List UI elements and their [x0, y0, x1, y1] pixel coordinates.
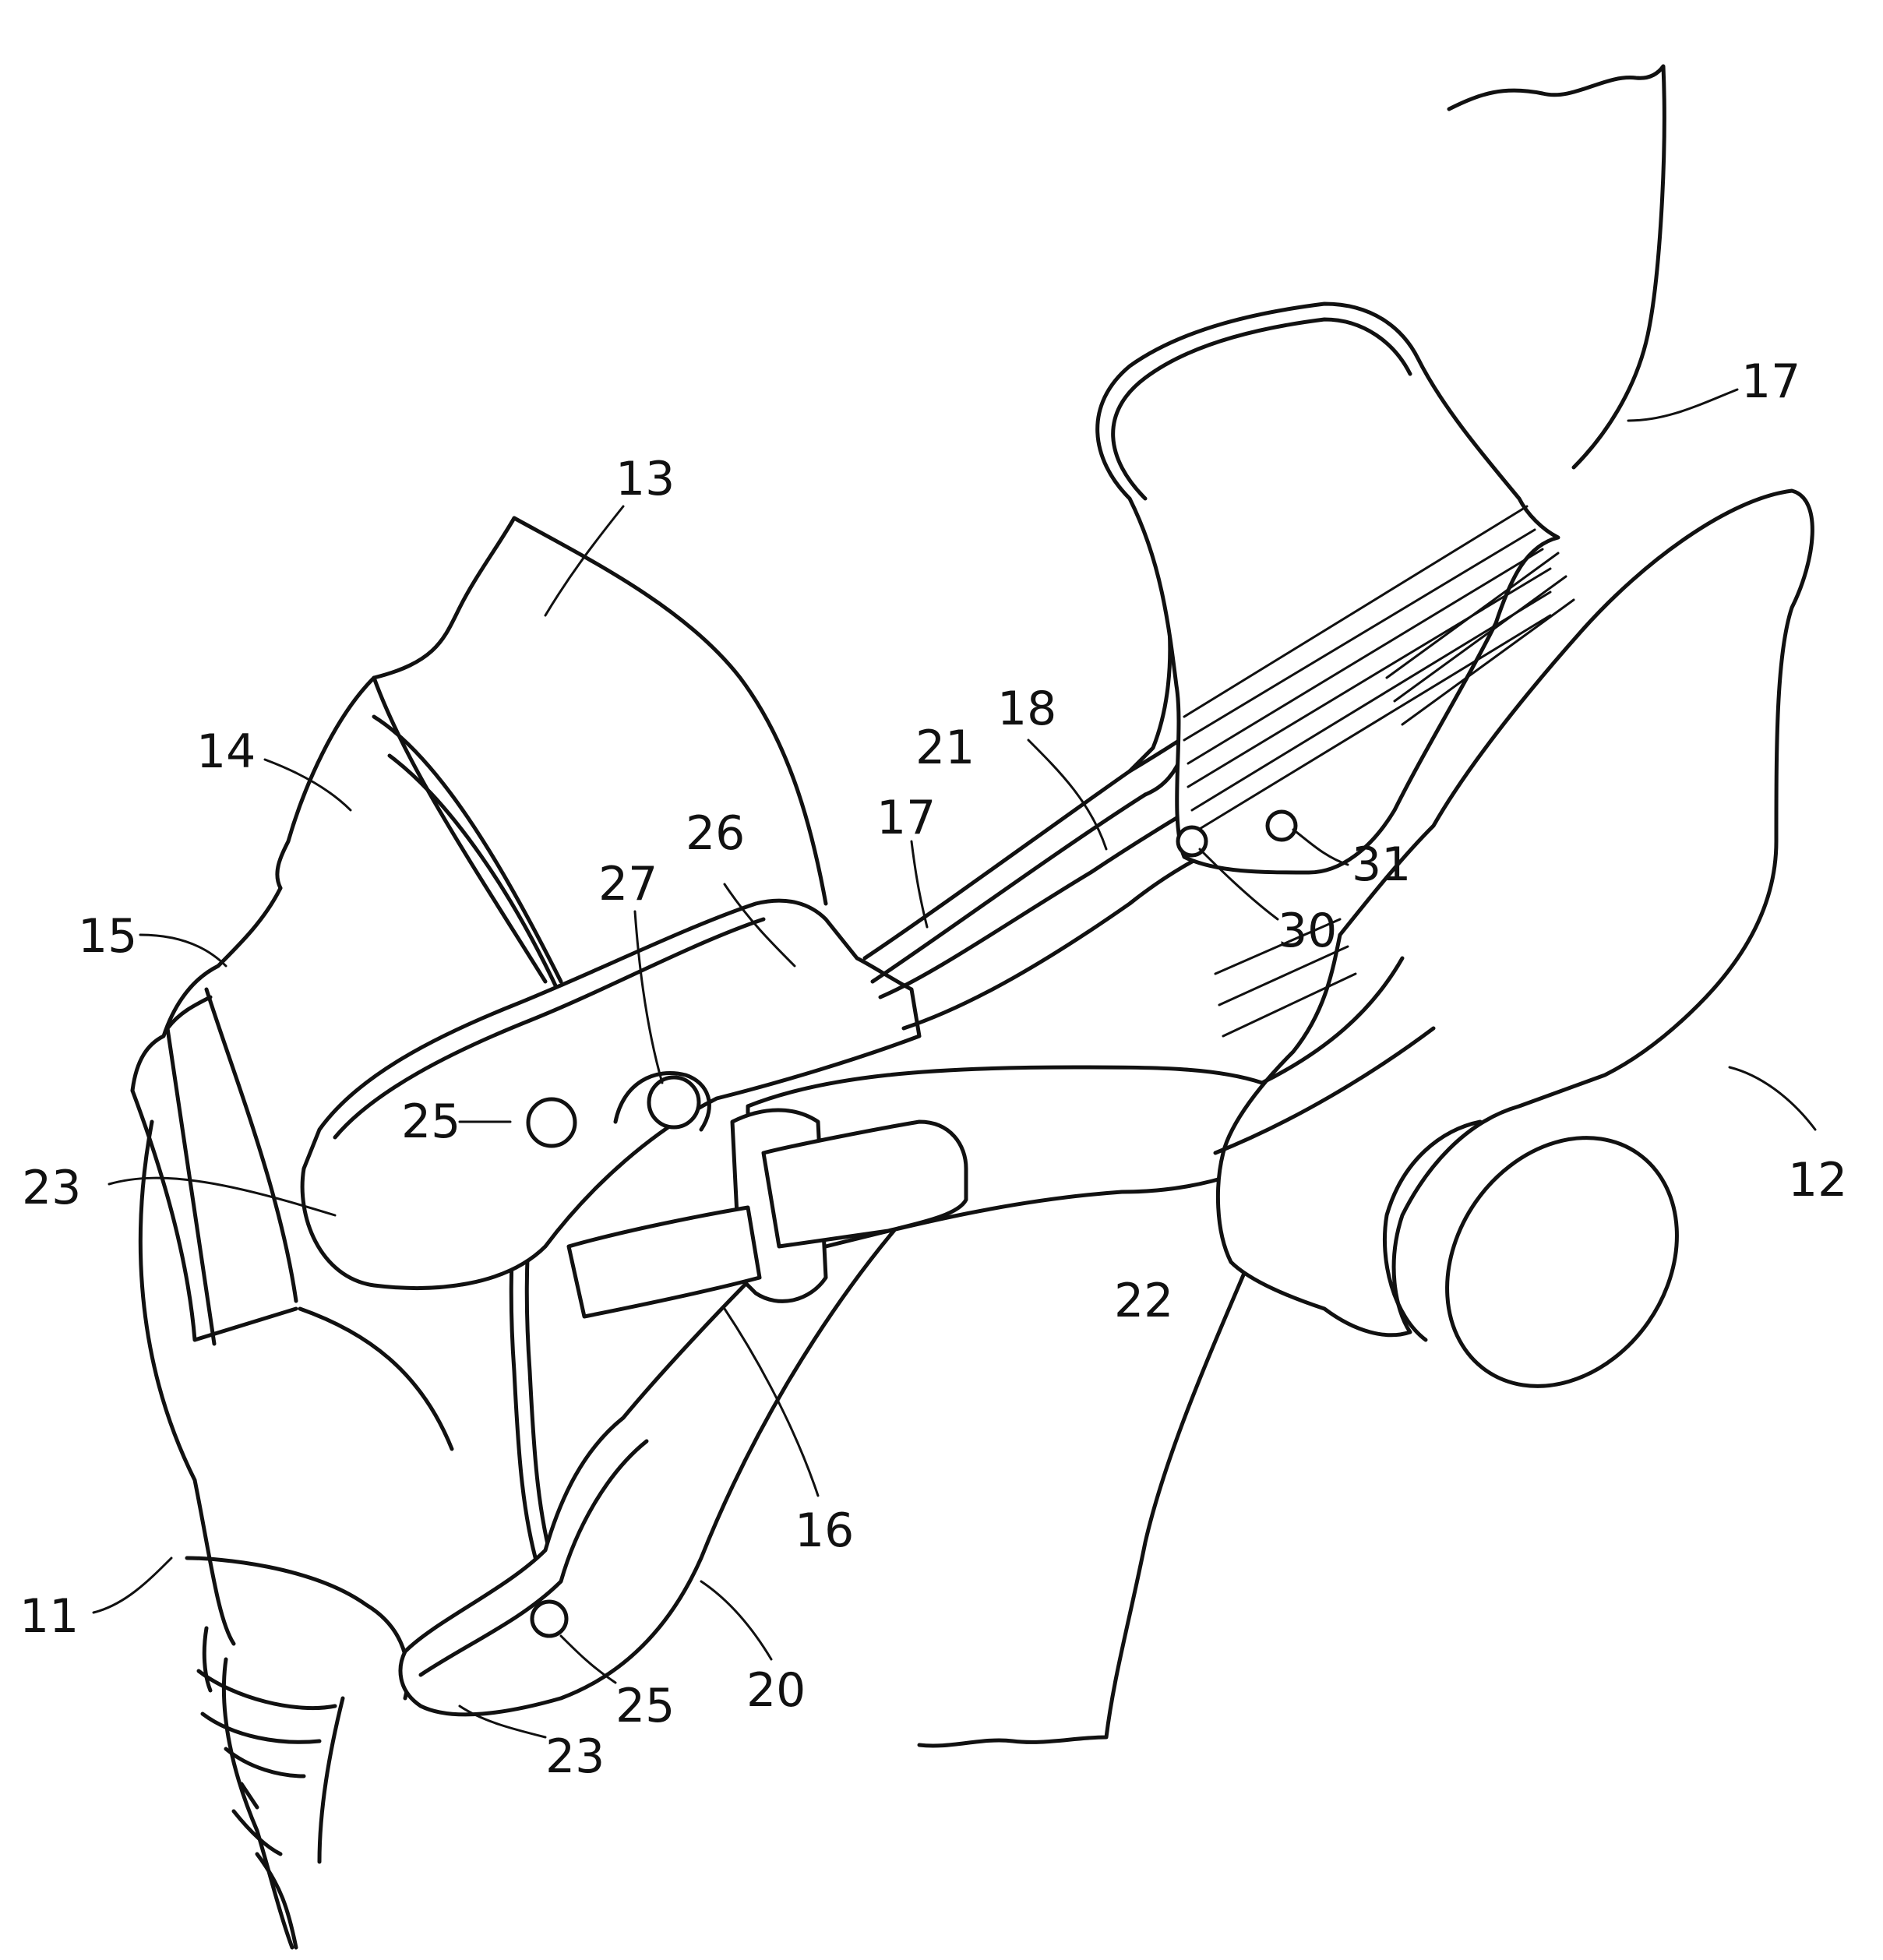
leader-20 — [700, 1580, 773, 1661]
pad-upper-inner — [1111, 317, 1412, 501]
layer-15-edge — [165, 987, 298, 1346]
component-12 — [1215, 488, 1814, 1338]
layer-14 — [275, 675, 376, 890]
ref-label-20: 20 — [746, 1663, 806, 1718]
stem-rings — [196, 1626, 337, 1950]
leader-27 — [633, 910, 664, 1084]
strap-16 — [566, 1205, 762, 1319]
layer-13-outer — [512, 516, 828, 906]
slot-27 — [613, 1071, 711, 1132]
neck-cone — [185, 1556, 410, 1701]
leader-17b — [1627, 388, 1739, 422]
layer-15 — [130, 886, 283, 1093]
ref-label-23-upper: 23 — [22, 1161, 81, 1215]
plate-upper-inner — [333, 917, 766, 1140]
hole-31 — [1265, 809, 1298, 842]
leader-17a — [910, 840, 929, 929]
ref-label-13: 13 — [615, 452, 675, 506]
cup-curve — [130, 1088, 454, 1451]
ref-label-23-lower: 23 — [545, 1729, 605, 1784]
leader-23b — [458, 1704, 547, 1739]
hatch-lines — [1183, 505, 1552, 835]
ref-label-17-upper: 17 — [1741, 354, 1800, 409]
ball-head — [138, 1119, 236, 1646]
screw-hole-25-lower — [530, 1599, 569, 1638]
bone-outline-right — [1447, 64, 1666, 470]
buckle-16-tab — [761, 1119, 968, 1249]
ref-label-15: 15 — [78, 909, 137, 964]
ref-label-12: 12 — [1788, 1153, 1847, 1207]
ref-label-17-middle: 17 — [876, 791, 936, 845]
ref-label-21: 21 — [915, 721, 975, 775]
plate-upper — [300, 898, 922, 1290]
stem-tip — [221, 1657, 345, 1950]
layer-14-inner — [372, 714, 563, 999]
leader-12 — [1728, 1066, 1817, 1131]
ref-label-25-upper: 25 — [401, 1095, 460, 1149]
bone-outline-lower — [917, 1229, 1264, 1748]
ref-label-26: 26 — [686, 806, 745, 861]
leader-31 — [1292, 828, 1349, 866]
leader-11 — [92, 1556, 173, 1614]
ref-label-11: 11 — [19, 1589, 79, 1644]
leader-14 — [263, 758, 352, 812]
ref-label-16: 16 — [795, 1503, 854, 1558]
leader-30 — [1198, 848, 1279, 921]
ref-label-14: 14 — [196, 724, 256, 779]
screw-hole-25-upper — [526, 1097, 577, 1148]
leader-13 — [544, 505, 625, 617]
screw-hole-27 — [647, 1075, 701, 1130]
component-hatch — [1214, 552, 1575, 1038]
cap-body — [1383, 1119, 1483, 1342]
ref-label-30: 30 — [1278, 904, 1337, 958]
ref-label-18: 18 — [997, 682, 1056, 736]
plate-lower-inner — [418, 1439, 649, 1677]
leader-15 — [139, 933, 227, 968]
leader-23a — [108, 1176, 337, 1217]
component-12-inner — [1213, 956, 1436, 1155]
leader-16 — [723, 1307, 820, 1497]
layer-13 — [372, 516, 548, 984]
cap-end — [1445, 1136, 1679, 1388]
ref-label-31: 31 — [1352, 837, 1411, 892]
leader-26 — [723, 883, 796, 968]
leader-18 — [1027, 739, 1108, 851]
ref-label-22: 22 — [1114, 1274, 1173, 1328]
ref-label-27: 27 — [598, 857, 658, 911]
ref-label-25-lower: 25 — [615, 1679, 675, 1733]
leader-25b — [559, 1634, 617, 1684]
